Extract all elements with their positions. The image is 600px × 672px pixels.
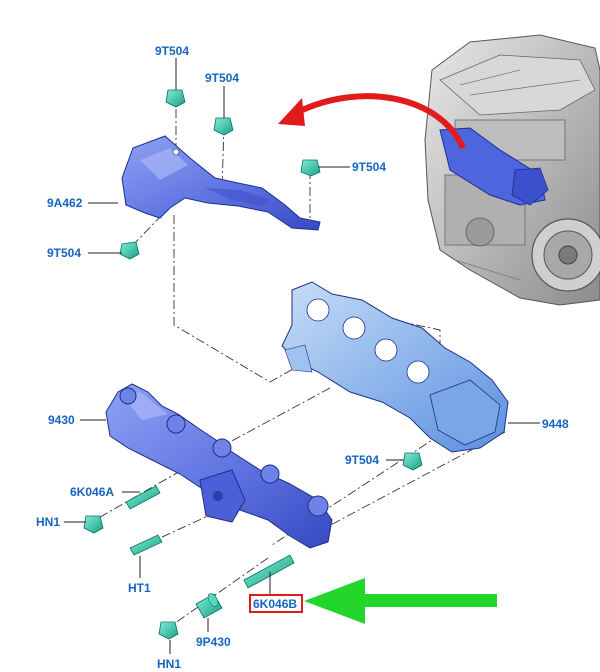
- green-arrow-indicator: [304, 578, 497, 624]
- nut-icon: [165, 89, 186, 108]
- stud-icon: [125, 485, 161, 510]
- nut-icon: [213, 117, 234, 136]
- label-9448: 9448: [542, 417, 569, 431]
- label-6k046a: 6K046A: [70, 485, 114, 499]
- label-ht1: HT1: [128, 581, 151, 595]
- label-9t504-top-left: 9T504: [155, 44, 189, 58]
- nut-icon: [158, 621, 179, 640]
- leader-lines: [64, 58, 540, 654]
- exhaust-manifold: [105, 383, 333, 549]
- label-9t504-lower: 9T504: [345, 453, 379, 467]
- label-9t504-top-mid: 9T504: [205, 71, 239, 85]
- label-9a462: 9A462: [47, 196, 83, 210]
- highlight-box: [249, 594, 303, 613]
- label-9430: 9430: [48, 413, 75, 427]
- stud-icon: [129, 534, 163, 556]
- stud-icon: [243, 554, 295, 589]
- label-9t504-left: 9T504: [47, 246, 81, 260]
- nut-icon: [402, 452, 423, 471]
- nut-icon: [300, 159, 321, 177]
- label-9p430: 9P430: [196, 635, 231, 649]
- red-arrow-indicator: [278, 93, 466, 150]
- label-6k046b: 6K046B: [253, 597, 297, 611]
- nut-icon: [83, 515, 104, 534]
- upper-heat-shield: [121, 135, 321, 231]
- label-9t504-right: 9T504: [352, 160, 386, 174]
- nut-icon: [119, 241, 140, 260]
- label-hn1-bottom: HN1: [157, 657, 181, 671]
- engine-illustration: [424, 34, 600, 306]
- label-hn1-left: HN1: [36, 515, 60, 529]
- lower-heat-shield: [281, 281, 509, 453]
- spacer-icon: [195, 593, 223, 619]
